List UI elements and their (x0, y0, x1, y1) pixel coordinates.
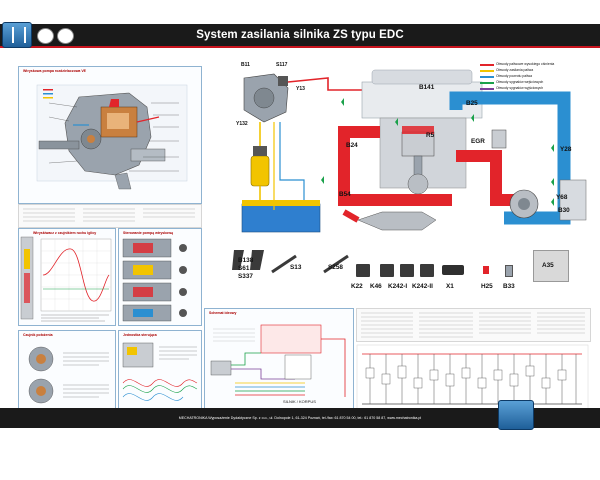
label-b33: B33 (503, 283, 515, 290)
notes-lines (23, 208, 195, 222)
injector-sensor-title: Czujnik położenia (23, 333, 53, 337)
badge-right-icon (57, 28, 74, 44)
footer-mechatronika-logo (498, 400, 534, 430)
pump-section-panel: Wtryskowa pompa rozdzielaczowa VE (18, 66, 202, 204)
pump-control-panel: Sterowanie pompą wtryskową (118, 228, 202, 326)
ecu-a35-icon (533, 250, 569, 282)
pump-panel-title: Wtryskowa pompa rozdzielaczowa VE (23, 69, 87, 73)
label-y68: Y68 (556, 194, 568, 201)
label-k242ii: K242-II (412, 283, 433, 290)
legend-item-input-signals: Obwody sygnałów wejściowych (496, 80, 544, 84)
label-s258: S258 (328, 264, 343, 271)
pedals-switches-drawing (232, 250, 349, 274)
pump-notes-block (18, 204, 202, 228)
mechatronika-logo (2, 22, 32, 48)
control-unit-title: Jednostka sterująca (123, 333, 157, 337)
wiring-diagram-panel: Schemat ideowy SILNIK / KORPUS (204, 308, 354, 414)
pump-cross-section-drawing (36, 84, 188, 190)
footer-text: MECHATRONIKA Wyposażenie Dydaktyczne Sp.… (178, 416, 422, 420)
label-b24: B24 (346, 142, 358, 149)
label-b138: B138 (238, 257, 254, 264)
relay-k46-icon (380, 264, 394, 277)
injector-graph (20, 236, 112, 322)
legend-item-supply: Obwody zasilania paliwa (496, 68, 534, 72)
label-y28: Y28 (560, 146, 572, 153)
badge-left-icon (37, 28, 54, 44)
badge-right-text (55, 30, 74, 40)
badge-left-text (35, 30, 54, 40)
label-b54: B54 (339, 191, 351, 198)
label-r5: R5 (426, 132, 435, 139)
header-bar (0, 24, 600, 46)
legend-item-high-pressure: Obwody paliwowe wysokiego ciśnienia (496, 62, 555, 66)
legend-swatches (480, 64, 494, 90)
diagram-poster: Wtryskowa pompa rozdzielaczowa VE (14, 60, 591, 414)
label-s61: S61 (238, 265, 250, 272)
label-b25: B25 (466, 100, 478, 107)
relay-k22-icon (356, 264, 370, 277)
sensor-b33-icon (505, 265, 513, 277)
legend-item-output-signals: Obwody sygnałów wyjściowych (496, 86, 544, 90)
footer-bar (0, 408, 600, 428)
sensor-drawing (28, 346, 109, 404)
injector-panel: Wtryskiwacz z czujnikiem ruchu iglicy (18, 228, 116, 326)
header-accent-line (0, 46, 600, 48)
label-a35: A35 (542, 262, 554, 269)
label-h25: H25 (481, 283, 493, 290)
label-k242i: K242-I (388, 283, 408, 290)
wiring-ground-label: SILNIK / KORPUS (283, 399, 316, 404)
label-b11: B11 (241, 62, 250, 68)
injector-panel-title: Wtryskiwacz z czujnikiem ruchu iglicy (33, 231, 97, 235)
relay-k242ii-icon (420, 264, 434, 277)
wiring-panel-title: Schemat ideowy (209, 311, 237, 315)
label-s13: S13 (290, 264, 302, 271)
page-title: System zasilania silnika ZS typu EDC (196, 29, 404, 41)
label-s337: S337 (238, 273, 253, 280)
injector-sensor-panel: Czujnik położenia (18, 330, 116, 414)
label-y13: Y13 (296, 86, 305, 92)
engine-system-diagram (241, 64, 587, 233)
label-b141: B141 (419, 84, 435, 91)
warning-lamp-h25-icon (483, 266, 489, 274)
component-list-table (356, 308, 591, 342)
circuit-schematic (356, 344, 589, 412)
label-s117: S117 (276, 62, 288, 68)
pump-control-title: Sterowanie pompą wtryskową (123, 231, 173, 235)
wiring-schematic (210, 324, 346, 397)
relay-k242i-icon (400, 264, 414, 277)
diagnostic-connector-x1-icon (442, 265, 464, 275)
label-b30: B30 (558, 207, 570, 214)
label-y132: Y132 (236, 121, 248, 127)
control-unit-drawing (122, 342, 198, 401)
label-x1: X1 (446, 283, 454, 290)
label-k22: K22 (351, 283, 363, 290)
pump-control-stages (122, 238, 187, 322)
label-egr: EGR (471, 138, 485, 145)
control-unit-panel: Jednostka sterująca (118, 330, 202, 414)
label-k46: K46 (370, 283, 382, 290)
component-list-lines (361, 312, 585, 338)
legend-item-return: Obwody powrotu paliwa (496, 74, 532, 78)
